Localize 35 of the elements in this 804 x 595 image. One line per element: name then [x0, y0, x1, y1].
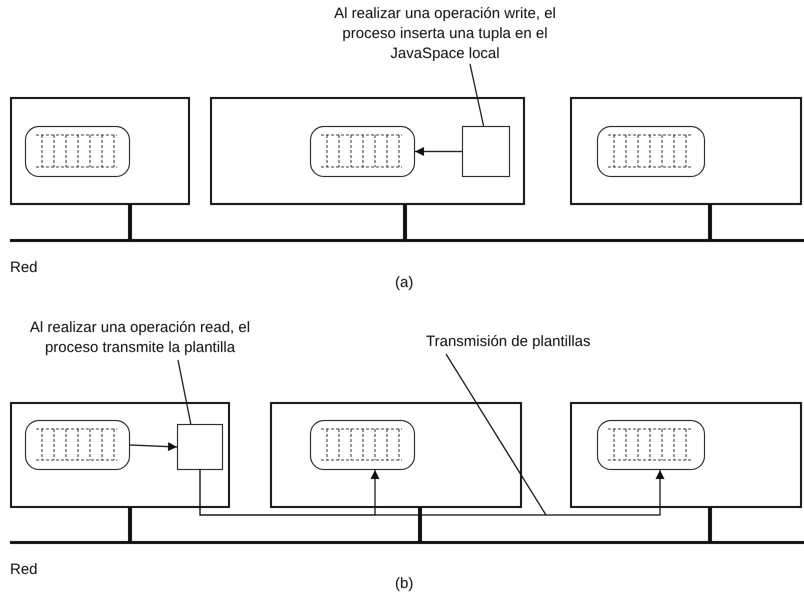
computer-box — [10, 97, 190, 205]
panel-label: (b) — [395, 575, 414, 592]
callout-text: Transmisión de plantillas — [426, 332, 616, 354]
javaspace-box — [25, 420, 130, 470]
javaspace-box — [597, 126, 705, 177]
bus-connection — [418, 508, 422, 541]
network-label: Red — [10, 561, 38, 578]
bus-connection — [403, 205, 407, 239]
network-bus — [10, 541, 804, 544]
arrow — [130, 442, 178, 452]
computer-box — [270, 402, 522, 508]
callout-text: Al realizar una operación write, el proceso inserta una tupla en el JavaSpace local — [320, 4, 570, 64]
callout-text: Al realizar una operación read, el proceso transmite la plantilla — [4, 318, 276, 360]
computer-box — [10, 402, 230, 508]
javaspace-box — [310, 126, 415, 177]
panel-label: (a) — [395, 274, 414, 291]
arrow — [415, 147, 462, 156]
bus-connection — [128, 508, 132, 541]
leader-line — [177, 360, 192, 424]
leader-line — [469, 64, 484, 126]
javaspace-box — [597, 420, 705, 470]
computer-box — [210, 97, 525, 205]
bus-connection — [708, 508, 712, 541]
process-square — [177, 424, 223, 470]
bus-connection — [128, 205, 132, 239]
network-label: Red — [10, 259, 38, 276]
javaspace-box — [310, 420, 415, 470]
leader-line — [446, 354, 546, 516]
process-square — [462, 126, 510, 177]
computer-box — [570, 97, 802, 205]
computer-box — [570, 402, 802, 508]
arrow — [199, 470, 664, 516]
javaspace-box — [25, 126, 130, 177]
network-bus — [10, 239, 804, 242]
bus-connection — [708, 205, 712, 239]
